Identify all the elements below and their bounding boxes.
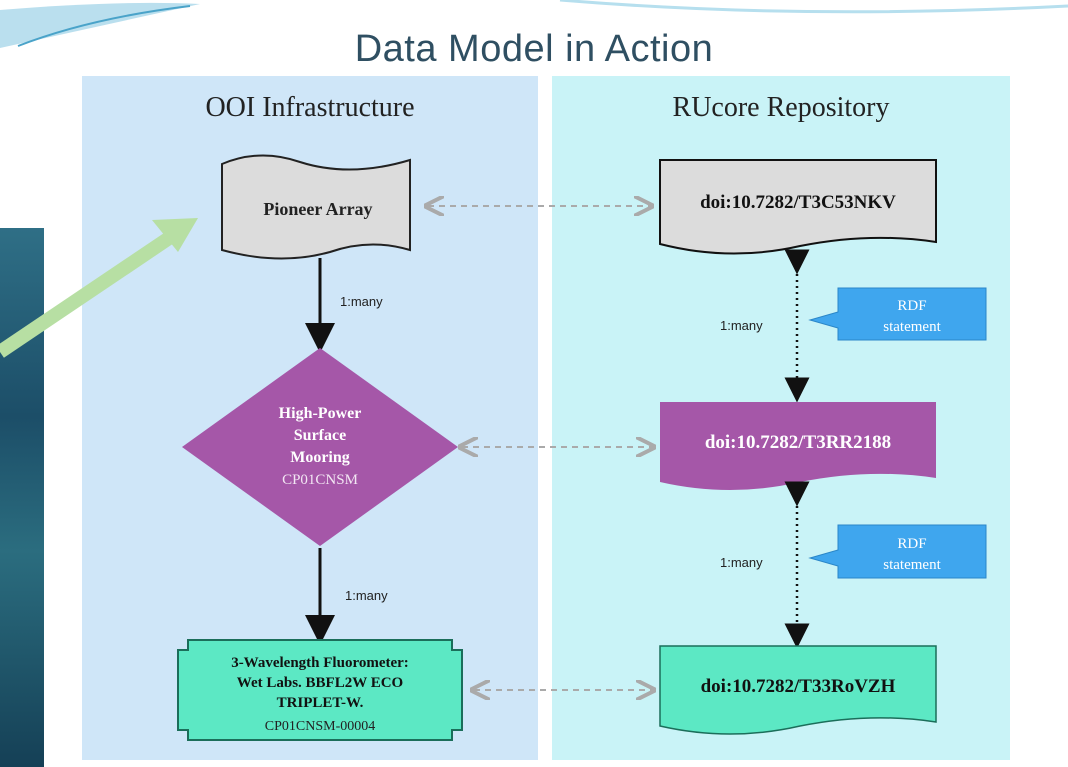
fluoro-label-2: Wet Labs. BBFL2W ECO — [237, 675, 403, 691]
doi-node-2: doi:10.7282/T3RR2188 — [660, 402, 936, 490]
rdf-callout-1: RDF statement — [808, 287, 987, 341]
rdf-callout-2: RDF statement — [808, 524, 987, 579]
pioneer-array-node: Pioneer Array — [221, 154, 411, 260]
left-relation-2: 1:many — [345, 588, 388, 603]
header-swoosh — [0, 0, 1068, 48]
fluoro-label-3: TRIPLET-W. — [277, 695, 364, 711]
mooring-id: CP01CNSM — [282, 472, 358, 488]
mooring-label-2: Surface — [294, 427, 346, 444]
fluoro-label-1: 3-Wavelength Fluorometer: — [231, 655, 409, 671]
rdf-callout-2-line-1: RDF — [897, 536, 926, 552]
left-relation-1: 1:many — [340, 294, 383, 309]
mooring-label-3: Mooring — [290, 449, 350, 466]
doi-label-2: doi:10.7282/T3RR2188 — [705, 432, 891, 453]
ooi-column-heading: OOI Infrastructure — [205, 92, 415, 123]
right-relation-2: 1:many — [720, 555, 763, 570]
fluoro-id: CP01CNSM-00004 — [265, 719, 375, 734]
rucore-column-heading: RUcore Repository — [672, 92, 890, 123]
doi-label-3: doi:10.7282/T33RoVZH — [701, 676, 896, 697]
rdf-callout-2-line-2: statement — [883, 557, 941, 573]
fluorometer-node: 3-Wavelength Fluorometer: Wet Labs. BBFL… — [177, 639, 463, 741]
slide-title: Data Model in Action — [354, 28, 714, 70]
pioneer-array-label: Pioneer Array — [263, 199, 372, 219]
right-relation-1: 1:many — [720, 318, 763, 333]
mooring-node: High-Power Surface Mooring CP01CNSM — [182, 348, 458, 546]
ocean-image — [0, 228, 44, 767]
doi-label-1: doi:10.7282/T3C53NKV — [700, 192, 896, 213]
doi-node-3: doi:10.7282/T33RoVZH — [659, 645, 937, 735]
pointer-arrow — [0, 218, 198, 358]
doi-node-1: doi:10.7282/T3C53NKV — [659, 159, 937, 255]
rdf-callout-1-line-1: RDF — [897, 298, 926, 314]
mooring-label-1: High-Power — [279, 405, 362, 422]
rdf-callout-1-line-2: statement — [883, 319, 941, 335]
